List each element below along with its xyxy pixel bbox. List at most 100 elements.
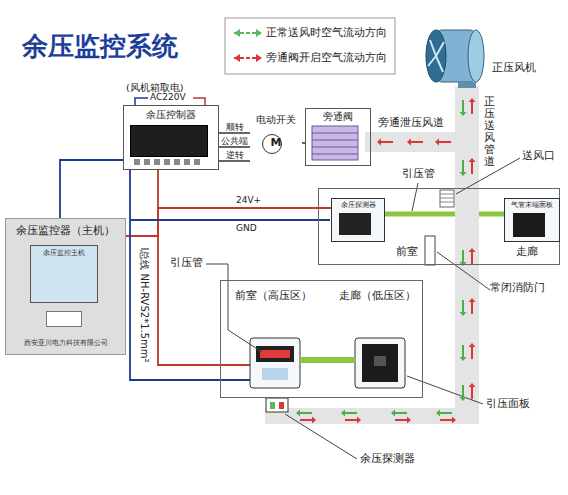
flow-arrow (440, 419, 452, 421)
label-slot: 旁通泄压风道 (378, 117, 444, 130)
wire-label: 逆转 (226, 150, 244, 160)
monitor-printer (46, 311, 82, 327)
wire-label-slot: 顺转 (226, 122, 244, 132)
legend-sample-red (234, 54, 262, 62)
wire-label: 顺转 (226, 122, 244, 132)
power-wire (135, 98, 148, 105)
flow-arrow (345, 412, 357, 414)
flow-arrow-head (460, 172, 467, 176)
panel-screen (513, 213, 545, 237)
legend-text-slot: 旁通阀开启空气流动方向 (266, 51, 387, 63)
legend-text: 旁通阀开启空气流动方向 (266, 51, 387, 63)
detector-screen (339, 213, 371, 235)
pressure-pipe (300, 357, 355, 363)
power-wire (193, 98, 205, 105)
node-text-slot: 电动开关 (250, 114, 302, 126)
label-slot: 引压面板 (486, 398, 530, 411)
flow-arrow (439, 141, 451, 143)
flow-arrow-head (469, 98, 476, 102)
flow-arrow-head (407, 139, 411, 146)
flow-arrow-head (452, 417, 456, 424)
supply-vent (440, 190, 454, 207)
node-text: 余压探测器 (332, 201, 384, 209)
node-text-slot: 前室 (396, 246, 418, 259)
connector (219, 160, 250, 162)
connector (126, 208, 331, 236)
panel-box: 气管末端面板 (504, 198, 560, 242)
flow-arrow (300, 419, 312, 421)
node-text: 气管末端面板 (505, 201, 559, 209)
flow-arrow (345, 419, 357, 421)
label: AC220V (150, 92, 186, 102)
leader-line (206, 264, 262, 352)
label: 引压管 (170, 257, 203, 270)
bus-label: I总线 NH-RVS2*1.5mm² (137, 245, 151, 365)
vertical-label-slot: 正压送风管道 (484, 96, 495, 169)
node-text-slot: M (250, 137, 302, 150)
motor-switch: 电动开关 M (250, 114, 302, 166)
node-text-slot: 走廊 (516, 246, 538, 259)
flow-arrow-head (460, 112, 467, 116)
node-text-slot: 旁通阀 (306, 111, 370, 123)
flow-arrow-head (296, 410, 300, 417)
node-text-slot: 走廊（低压区） (339, 289, 416, 301)
node-text: 走廊（低压区） (339, 289, 416, 301)
label-slot: 送风口 (522, 150, 555, 163)
label: 送风口 (522, 150, 555, 163)
flow-arrow (381, 141, 393, 143)
node-text: 前室（高压区） (235, 289, 312, 301)
monitor-host: 余压监控器（主机）余压监控主机西安亚川电力科技有限公司 (5, 218, 126, 355)
flow-arrow (411, 141, 423, 143)
connector (60, 160, 123, 218)
flow-arrow-head (469, 298, 476, 302)
wire-label-slot: 逆转 (226, 150, 244, 160)
fire-door (425, 236, 435, 265)
flow-arrow-head (341, 410, 345, 417)
flow-arrow-head (435, 139, 439, 146)
flow-arrow (471, 252, 473, 264)
flow-arrow-head (407, 417, 411, 424)
flow-arrow-head (460, 262, 467, 266)
flow-arrow-head (377, 139, 381, 146)
flow-arrow (462, 300, 464, 312)
bypass-valve-louver (312, 126, 358, 160)
label: 正压风机 (492, 62, 536, 75)
duct-detector (266, 398, 288, 412)
label-slot: 24V+ (236, 195, 261, 205)
label: 引压管 (402, 168, 435, 181)
flow-arrow (462, 345, 464, 357)
node-text: 余压监控主机 (30, 249, 98, 257)
label-slot: 引压管 (170, 257, 203, 270)
node-text-slot: 余压控制器 (124, 109, 218, 121)
flow-arrow-head (469, 343, 476, 347)
flow-arrow-head (436, 410, 440, 417)
leader-line (407, 376, 483, 404)
label-slot: 正压风机 (492, 62, 536, 75)
node-text: 前室 (396, 246, 418, 259)
label-slot: AC220V (150, 92, 186, 102)
node-text-slot: 前室（高压区） (235, 289, 312, 301)
flow-arrow (471, 162, 473, 174)
label: 常闭消防门 (490, 282, 545, 295)
vertical-label: 正压送风管道 (484, 96, 495, 169)
connector (219, 132, 250, 134)
leader-line (285, 414, 357, 459)
flow-arrow-head (460, 312, 467, 316)
flow-arrow-head (460, 357, 467, 361)
label-slot: 引压管 (402, 168, 435, 181)
legend-text-slot: 正常送风时空气流动方向 (266, 26, 387, 38)
label: 旁通泄压风道 (378, 117, 444, 130)
bottom-room: 前室（高压区） 走廊（低压区） (220, 280, 423, 398)
node-text-slot: 西安亚川电力科技有限公司 (6, 339, 125, 347)
controller-box: 余压控制器 (123, 105, 219, 170)
supply-duct (455, 86, 479, 424)
flow-arrow-head (460, 397, 467, 401)
flow-arrow-head (312, 417, 316, 424)
label: GND (236, 223, 257, 233)
legend-text: 正常送风时空气流动方向 (266, 26, 387, 38)
label: 24V+ (236, 195, 261, 205)
flow-arrow (440, 412, 452, 414)
flow-arrow (395, 412, 407, 414)
node-text: 西安亚川电力科技有限公司 (6, 339, 125, 347)
connector (385, 212, 504, 217)
